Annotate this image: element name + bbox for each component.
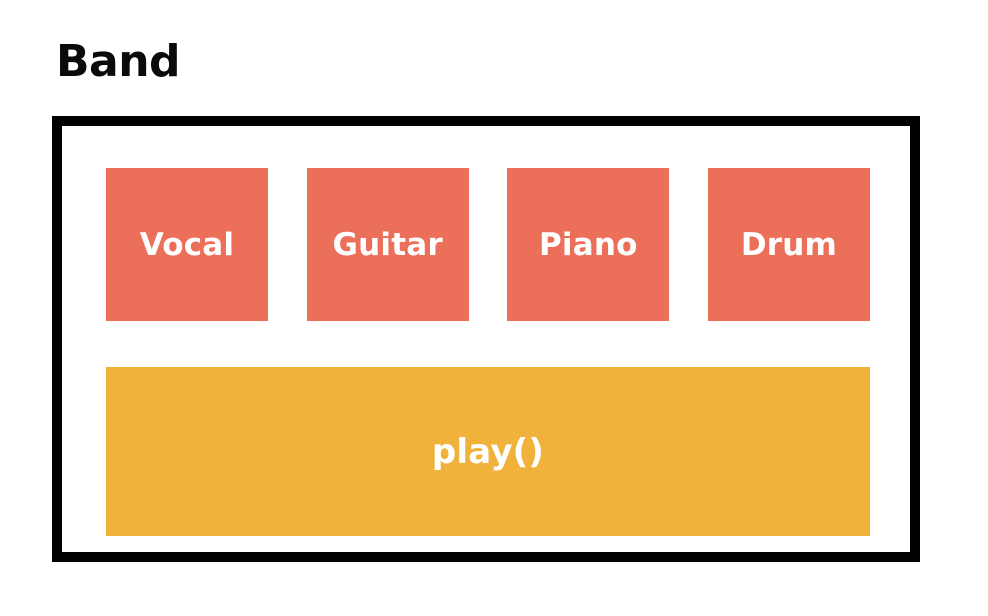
method-label: play() [431,431,545,472]
member-box-guitar[interactable]: Guitar [306,168,469,321]
member-label: Guitar [332,226,443,263]
member-label: Vocal [139,226,235,263]
member-box-piano[interactable]: Piano [507,168,670,321]
page-title: Band [56,36,181,87]
member-label: Drum [740,226,838,263]
method-bar-play[interactable]: play() [106,367,870,536]
member-box-vocal[interactable]: Vocal [106,168,268,321]
member-box-drum[interactable]: Drum [707,168,870,321]
band-container-frame: Vocal Guitar Piano Drum play() [52,116,920,562]
members-row: Vocal Guitar Piano Drum [106,168,870,321]
member-label: Piano [538,226,638,263]
